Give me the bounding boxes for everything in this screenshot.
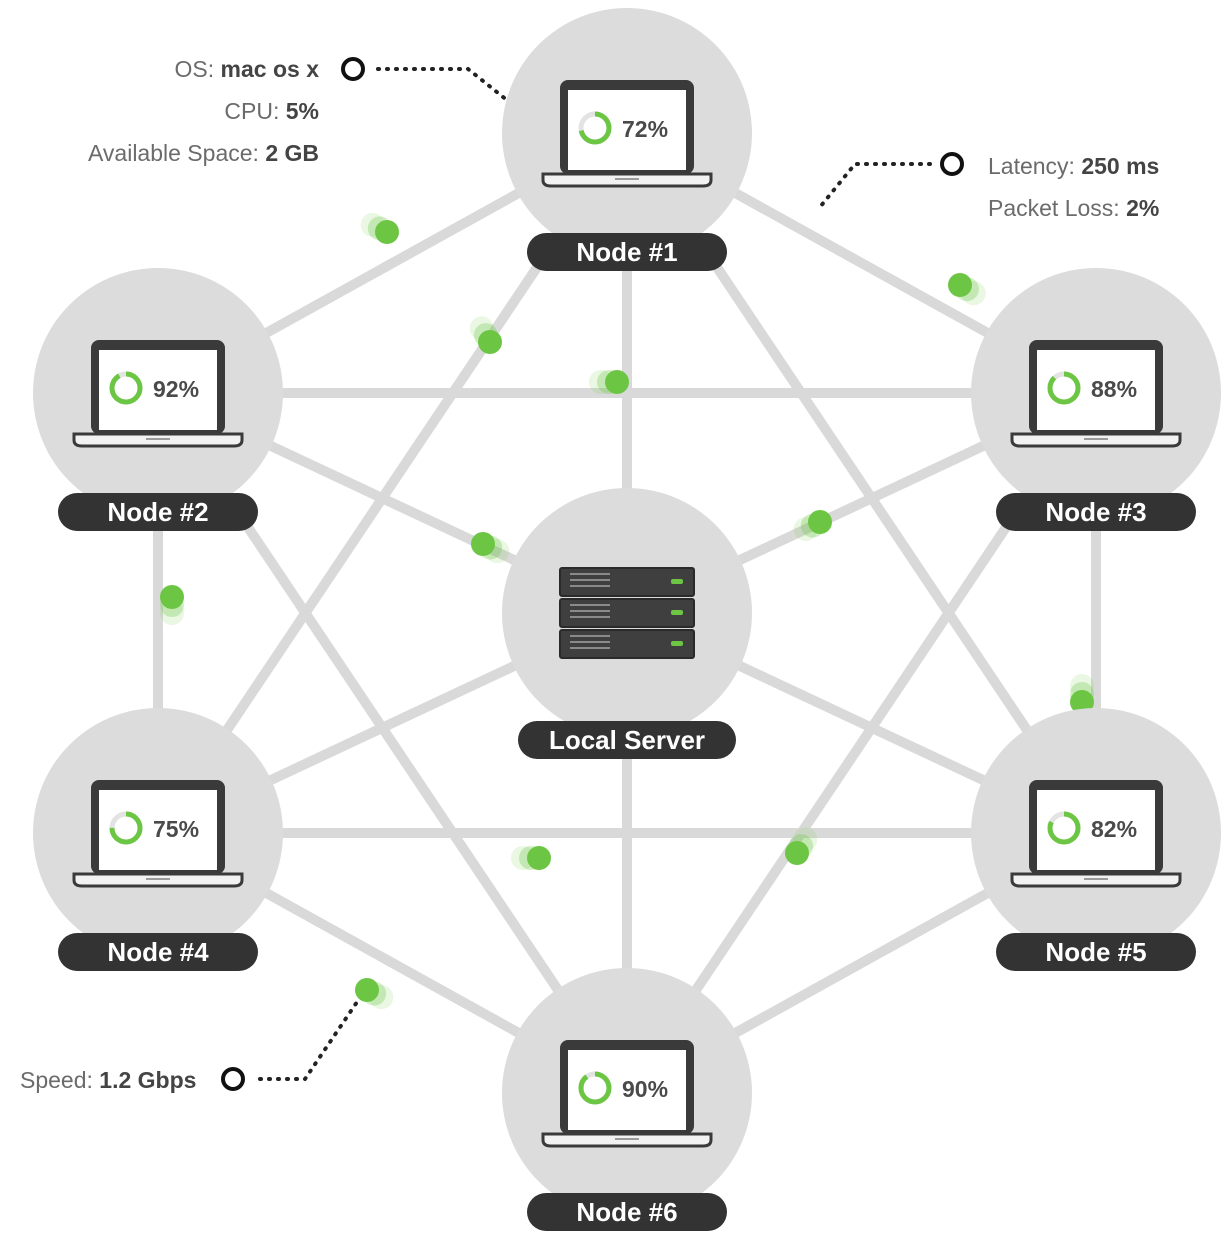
node-label: Node #1 xyxy=(576,237,677,267)
usage-percent: 72% xyxy=(622,116,668,142)
laptop-icon xyxy=(541,1040,713,1148)
node-label-bg xyxy=(527,1193,727,1231)
packet-loss-info: Packet Loss: 2% xyxy=(988,195,1160,221)
laptop-icon xyxy=(541,80,713,188)
node-label: Local Server xyxy=(549,725,705,755)
usage-gauge-icon xyxy=(109,811,143,845)
data-packets xyxy=(160,212,1094,1010)
usage-percent: 75% xyxy=(153,816,199,842)
data-packet xyxy=(589,370,629,394)
node-5[interactable]: 82% Node #5 xyxy=(971,708,1221,971)
os-info: OS: mac os x xyxy=(174,56,319,82)
link-info-marker xyxy=(940,152,964,176)
data-packet xyxy=(471,532,510,564)
usage-percent: 92% xyxy=(153,376,199,402)
data-packet xyxy=(469,316,502,354)
node-label-bg xyxy=(996,933,1196,971)
node-label-bg xyxy=(58,493,258,531)
link-info-callout: Latency: 250 ms Packet Loss: 2% xyxy=(988,145,1159,229)
laptop-icon xyxy=(1010,780,1182,888)
data-packet xyxy=(360,212,399,244)
server-icon xyxy=(559,567,695,659)
node-label-bg xyxy=(996,493,1196,531)
node-label: Node #6 xyxy=(576,1197,677,1227)
node-info-callout: OS: mac os x CPU: 5% Available Space: 2 … xyxy=(88,48,319,174)
usage-gauge-icon xyxy=(1047,811,1081,845)
node-info-leader xyxy=(376,67,510,103)
callout-leaders xyxy=(221,57,964,1091)
usage-percent: 82% xyxy=(1091,816,1137,842)
data-packet xyxy=(948,273,986,306)
data-packet xyxy=(511,846,551,870)
speed-info: Speed: 1.2 Gbps xyxy=(20,1067,197,1093)
nodes: 72% Node #1 92% Node #2 88% Node #3 75% Node #4… xyxy=(33,8,1221,1231)
node-3[interactable]: 88% Node #3 xyxy=(971,268,1221,531)
node-4[interactable]: 75% Node #4 xyxy=(33,708,283,971)
speed-info-marker xyxy=(221,1067,245,1091)
node-label: Node #2 xyxy=(107,497,208,527)
laptop-icon xyxy=(72,780,244,888)
speed-info-leader xyxy=(258,1000,359,1081)
usage-gauge-icon xyxy=(109,371,143,405)
data-packet xyxy=(785,827,818,865)
usage-percent: 90% xyxy=(622,1076,668,1102)
link-info-leader xyxy=(818,162,932,209)
node-info-marker xyxy=(341,57,365,81)
node-label-bg xyxy=(527,233,727,271)
speed-info-callout: Speed: 1.2 Gbps xyxy=(20,1059,196,1101)
local-server[interactable]: Local Server xyxy=(502,488,752,759)
cpu-info: CPU: 5% xyxy=(224,98,319,124)
data-packet xyxy=(160,585,184,625)
node-label-bg xyxy=(58,933,258,971)
node-label: Node #5 xyxy=(1045,937,1146,967)
usage-gauge-icon xyxy=(1047,371,1081,405)
space-info: Available Space: 2 GB xyxy=(88,140,319,166)
node-2[interactable]: 92% Node #2 xyxy=(33,268,283,531)
laptop-icon xyxy=(1010,340,1182,448)
usage-gauge-icon xyxy=(578,1071,612,1105)
data-packet xyxy=(355,978,394,1010)
node-label: Node #4 xyxy=(107,937,209,967)
node-6[interactable]: 90% Node #6 xyxy=(502,968,752,1231)
node-1[interactable]: 72% Node #1 xyxy=(502,8,752,271)
node-label: Node #3 xyxy=(1045,497,1146,527)
node-label-bg xyxy=(518,721,736,759)
usage-gauge-icon xyxy=(578,111,612,145)
laptop-icon xyxy=(72,340,244,448)
data-packet xyxy=(793,510,832,542)
usage-percent: 88% xyxy=(1091,376,1137,402)
latency-info: Latency: 250 ms xyxy=(988,153,1160,179)
data-packet xyxy=(1070,674,1094,714)
